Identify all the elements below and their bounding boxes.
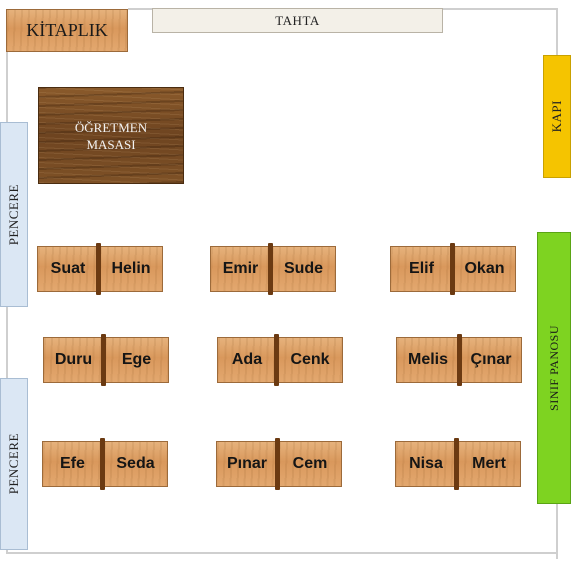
student-name: Cenk bbox=[290, 351, 330, 368]
teacher-desk-label-line2: MASASI bbox=[86, 136, 136, 152]
desk-divider bbox=[454, 438, 459, 490]
desk-divider bbox=[450, 243, 455, 295]
desk-divider bbox=[275, 438, 280, 490]
teacher-desk-label-line1: ÖĞRETMEN bbox=[74, 119, 148, 135]
window-bottom: PENCERE bbox=[0, 378, 28, 550]
desk-divider bbox=[457, 334, 462, 386]
window-top-label: PENCERE bbox=[6, 183, 21, 246]
student-desk-4: Duru Ege bbox=[43, 334, 169, 386]
seat-right: Ege bbox=[104, 337, 169, 383]
door-label: KAPI bbox=[549, 100, 564, 133]
student-name: Pınar bbox=[226, 455, 267, 472]
seat-left: Duru bbox=[43, 337, 104, 383]
seat-left: Emir bbox=[210, 246, 271, 292]
student-name: Ada bbox=[231, 351, 263, 368]
student-desk-3: Elif Okan bbox=[390, 243, 516, 295]
door: KAPI bbox=[543, 55, 571, 178]
seat-left: Nisa bbox=[395, 441, 457, 487]
student-name: Duru bbox=[54, 351, 93, 368]
student-name: Suat bbox=[50, 260, 86, 277]
student-name: Sude bbox=[283, 260, 324, 277]
class-board: SINIF PANOSU bbox=[537, 232, 571, 504]
seat-left: Suat bbox=[37, 246, 99, 292]
student-desk-1: Suat Helin bbox=[37, 243, 163, 295]
student-name: Helin bbox=[111, 260, 151, 277]
class-board-label: SINIF PANOSU bbox=[546, 325, 561, 411]
blackboard-label: TAHTA bbox=[275, 12, 320, 28]
student-desk-8: Pınar Cem bbox=[216, 438, 342, 490]
seat-right: Cem bbox=[278, 441, 342, 487]
seat-left: Efe bbox=[42, 441, 103, 487]
seat-left: Pınar bbox=[216, 441, 278, 487]
student-desk-2: Emir Sude bbox=[210, 243, 336, 295]
desk-divider bbox=[96, 243, 101, 295]
student-desk-6: Melis Çınar bbox=[396, 334, 522, 386]
wall-right bbox=[556, 10, 558, 55]
student-name: Seda bbox=[116, 455, 155, 472]
student-name: Nisa bbox=[409, 455, 443, 472]
seat-right: Sude bbox=[271, 246, 336, 292]
student-name: Efe bbox=[60, 455, 85, 472]
window-bottom-label: PENCERE bbox=[6, 433, 21, 495]
student-name: Okan bbox=[464, 260, 505, 277]
seat-right: Seda bbox=[103, 441, 168, 487]
blackboard: TAHTA bbox=[152, 8, 443, 33]
student-name: Emir bbox=[222, 260, 259, 277]
desk-divider bbox=[101, 334, 106, 386]
student-desk-5: Ada Cenk bbox=[217, 334, 343, 386]
student-name: Mert bbox=[472, 455, 506, 472]
student-name: Melis bbox=[407, 351, 448, 368]
wall-bottom bbox=[6, 552, 558, 554]
seat-right: Helin bbox=[99, 246, 163, 292]
desk-divider bbox=[100, 438, 105, 490]
teacher-desk: ÖĞRETMEN MASASI bbox=[38, 87, 184, 184]
seat-right: Okan bbox=[453, 246, 516, 292]
window-top: PENCERE bbox=[0, 122, 28, 307]
seat-right: Çınar bbox=[460, 337, 522, 383]
seat-left: Melis bbox=[396, 337, 460, 383]
desk-divider bbox=[274, 334, 279, 386]
seat-right: Mert bbox=[457, 441, 521, 487]
seat-left: Ada bbox=[217, 337, 277, 383]
bookshelf: KİTAPLIK bbox=[6, 9, 128, 52]
student-desk-9: Nisa Mert bbox=[395, 438, 521, 490]
seat-right: Cenk bbox=[277, 337, 343, 383]
student-name: Elif bbox=[409, 260, 434, 277]
seat-left: Elif bbox=[390, 246, 453, 292]
student-name: Ege bbox=[121, 351, 152, 368]
student-desk-7: Efe Seda bbox=[42, 438, 168, 490]
desk-divider bbox=[268, 243, 273, 295]
student-name: Çınar bbox=[470, 351, 512, 368]
bookshelf-label: KİTAPLIK bbox=[26, 20, 108, 40]
wall-right-lower bbox=[556, 504, 558, 559]
student-name: Cem bbox=[292, 455, 328, 472]
